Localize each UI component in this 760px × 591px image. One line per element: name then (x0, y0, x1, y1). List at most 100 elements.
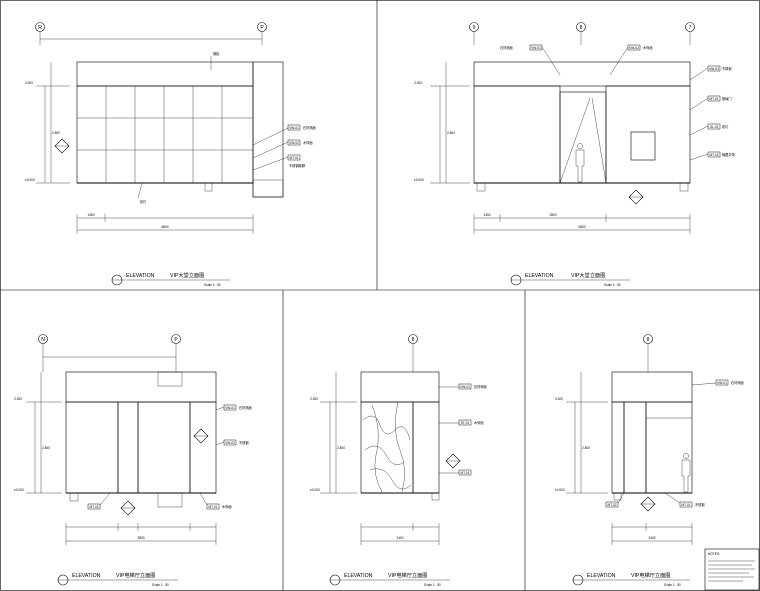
display-niche (630, 131, 656, 161)
tag-group-2-right: VW-03 不锈钢 MT-01 玻璃门 GL-01 射灯 MT-02 暗藏灯带 (689, 65, 736, 161)
elevation-panel-5: 8 3.300 ±0.000 2.800 VW-01 石材墙面 MT-01 不锈… (555, 334, 744, 587)
grid-label-mid: 8 (580, 25, 583, 31)
level-3-1: ±0.000 (14, 488, 24, 492)
tag-group-3: VW-01 石材墙面 VW-02 不锈钢 MT-01 木饰面 MT-02 (87, 404, 252, 510)
panel-4-scale: Scale 1 : 50 (424, 583, 441, 587)
section-marker-4 (445, 453, 461, 469)
tag-4-3: MT-01 (460, 471, 469, 475)
tag-1-1: VW-01 (289, 126, 299, 130)
panel-2-title: VIP大堂立面图 (571, 271, 605, 279)
tag-3-1: VW-01 (225, 406, 235, 410)
note-2-3: 不锈钢 (722, 66, 732, 71)
door-opening-a (117, 401, 139, 494)
level-2-1: ±0.000 (414, 178, 424, 182)
column-plinth (252, 179, 284, 198)
grid-bubble-left (469, 22, 479, 32)
panel-3-title-prefix: ELEVATION (72, 573, 101, 579)
notes-heading: NOTES: (708, 552, 720, 556)
tag-group-2-top: VW-01 石材墙面 VW-02 木饰面 (500, 44, 653, 76)
note-1-3: 木饰面 (303, 140, 313, 145)
level-5-2: 2.800 (582, 446, 590, 450)
elevation-panel-4: 8 3.300 ±0.000 2.800 VW-01 石材墙面 ST-01 木饰… (310, 334, 487, 587)
note-2-1: 石材墙面 (500, 45, 513, 50)
elevation-panel-1: R P 钢板 3.300 ±0.000 2.800 VW-01 石 (25, 22, 316, 287)
grid-bubble-left (38, 334, 48, 344)
title-block-5: ELEVATION VIP电梯厅立面图 Scale 1 : 50 (572, 571, 690, 587)
tag-2-1: VW-01 (531, 46, 541, 50)
tag-4-2: ST-01 (461, 421, 470, 425)
elevation-panel-2: 9 8 7 3.300 ±0.000 2.800 VW-01 石材墙面 (414, 22, 736, 287)
note-5-2: 不锈钢 (695, 502, 705, 507)
column-block (252, 61, 284, 198)
tag-3-2: VW-02 (225, 441, 235, 445)
panel-5-title: VIP电梯厅立面图 (631, 571, 671, 579)
title-block-2: ELEVATION VIP大堂立面图 Scale 1 : 50 (510, 271, 630, 287)
level-2-2: 2.800 (447, 131, 455, 135)
level-4-3: 3.300 (310, 397, 318, 401)
door-opening (645, 401, 693, 494)
dim-1-1: 1450 (87, 213, 94, 217)
wave-wall-left (473, 85, 561, 184)
ceiling-hatch (473, 61, 691, 87)
grid-label-mid: 8 (412, 337, 415, 343)
glass-door-opening (559, 91, 607, 184)
title-block-1: ELEVATION VIP大堂立面图 Scale 1 : 50 (111, 271, 230, 287)
tag-1-2: VW-02 (289, 141, 299, 145)
dimension-lines-5: 2400 (611, 523, 693, 545)
tag-2-6: MT-02 (709, 153, 718, 157)
panel-3-title: VIP电梯厅立面图 (116, 571, 156, 579)
note-4-1: 石材墙面 (474, 384, 487, 389)
section-marker-3b (193, 428, 209, 444)
level-1-1: ±0.000 (25, 178, 35, 182)
grid-bubble-mid (576, 22, 586, 32)
dim-3-1: 3800 (137, 536, 144, 540)
tag-5-3: MT-02 (607, 503, 616, 507)
grid-bubble-right (685, 22, 695, 32)
tag-2-3: VW-03 (709, 67, 719, 71)
note-1-5: 射灯 (140, 199, 147, 204)
panel-4-title-prefix: ELEVATION (344, 573, 373, 579)
note-3-2: 不锈钢 (239, 440, 249, 445)
tag-5-1: VW-01 (717, 381, 727, 385)
dimension-lines-3: 3800 (65, 523, 217, 545)
ceiling-hatch (360, 371, 440, 403)
ceiling-hatch (65, 371, 217, 403)
note-4-2: 木饰面 (474, 420, 484, 425)
tag-3-4: MT-02 (89, 505, 98, 509)
dim-1-2: 6800 (161, 225, 168, 229)
section-marker-1 (54, 138, 70, 154)
note-2-4: 玻璃门 (722, 96, 732, 101)
ceiling-hatch (76, 61, 254, 87)
grid-bubble-right (257, 22, 267, 32)
dimension-lines-2: 1450 2800 6800 (473, 213, 691, 234)
section-marker-3a (120, 500, 136, 516)
note-1-1: 钢板 (213, 51, 220, 56)
note-2-5: 射灯 (722, 124, 729, 129)
grid-bubble-right (171, 334, 181, 344)
tag-1-3: MT-01 (289, 156, 298, 160)
level-4-1: ±0.000 (310, 488, 320, 492)
grid-label-right: 7 (689, 25, 692, 31)
grid-bubble-left (35, 22, 45, 32)
dimension-lines-1: 1450 6800 (76, 213, 254, 234)
dim-2-1: 1450 (483, 213, 490, 217)
stone-wall-field (76, 85, 254, 184)
tag-2-2: VW-02 (629, 46, 639, 50)
dim-2-2: 2800 (549, 213, 556, 217)
dim-2-3: 6800 (578, 225, 585, 229)
grid-label-left: N (41, 337, 45, 343)
wave-wall (623, 401, 647, 494)
note-3-1: 石材墙面 (239, 405, 252, 410)
tag-5-2: MT-01 (681, 503, 690, 507)
tag-2-4: MT-01 (709, 97, 718, 101)
wave-wall-b (137, 401, 191, 494)
dim-5-1: 2400 (648, 536, 655, 540)
panel-3-scale: Scale 1 : 50 (152, 583, 169, 587)
grid-label-right: P (174, 337, 178, 343)
grid-label-right: P (260, 25, 264, 31)
dim-4-1: 2400 (396, 536, 403, 540)
panel-1-scale: Scale 1 : 50 (204, 283, 221, 287)
tag-2-5: GL-01 (710, 125, 719, 129)
